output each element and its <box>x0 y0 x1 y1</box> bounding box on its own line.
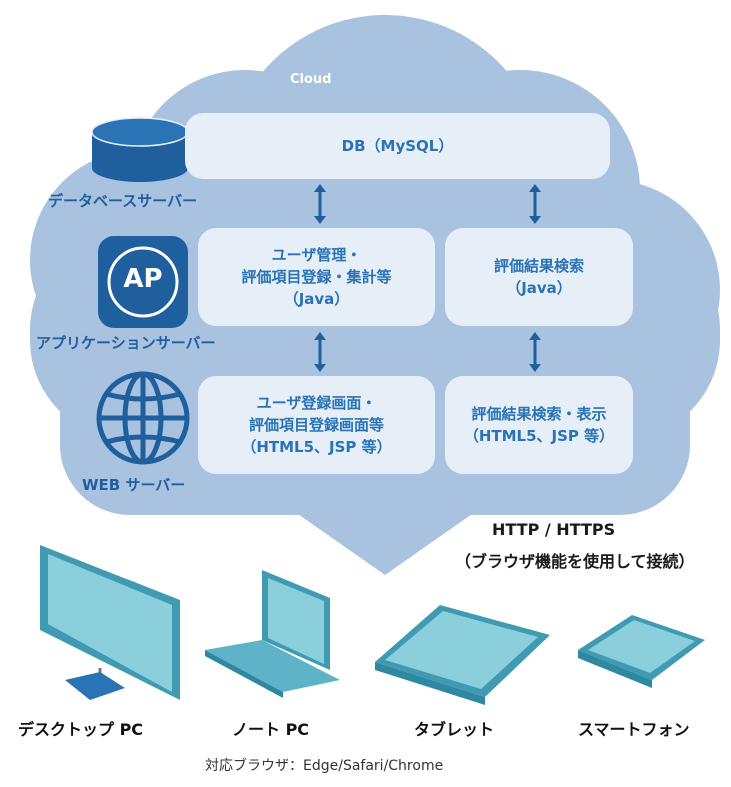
db-box-label: DB（MySQL） <box>341 137 454 155</box>
db-box: DB（MySQL） <box>185 113 610 179</box>
ap-right-box: 評価結果検索 （Java） <box>445 228 633 326</box>
web-left-line: ユーザ登録画面・ <box>256 394 377 412</box>
ap-icon-text: AP <box>123 264 163 294</box>
ap-left-box: ユーザ管理・ 評価項目登録・集計等 （Java） <box>198 228 435 326</box>
ap-left-line: 評価項目登録・集計等 <box>241 268 392 286</box>
supported-browsers: 対応ブラウザ：Edge/Safari/Chrome <box>205 758 444 774</box>
desktop-pc-icon <box>40 545 180 700</box>
cloud-title: Cloud <box>290 72 332 87</box>
protocol-label: HTTP / HTTPS <box>492 520 616 539</box>
ap-server-label: アプリケーションサーバー <box>36 334 216 352</box>
db-server-label: データベースサーバー <box>48 192 198 210</box>
device-label-laptop: ノート PC <box>232 720 310 739</box>
protocol-note: （ブラウザ機能を使用して接続） <box>455 552 695 571</box>
ap-right-line: 評価結果検索 <box>493 257 584 275</box>
ap-left-line: （Java） <box>283 290 350 308</box>
web-right-box: 評価結果検索・表示 （HTML5、JSP 等） <box>445 376 633 474</box>
web-left-box: ユーザ登録画面・ 評価項目登録画面等 （HTML5、JSP 等） <box>198 376 435 474</box>
web-left-line: （HTML5、JSP 等） <box>241 438 392 456</box>
database-icon <box>91 117 189 182</box>
ap-server-icon <box>98 236 188 328</box>
laptop-icon <box>205 570 340 698</box>
web-left-line: 評価項目登録画面等 <box>248 416 384 434</box>
device-label-tablet: タブレット <box>414 720 495 739</box>
device-label-smartphone: スマートフォン <box>578 720 690 739</box>
tablet-icon <box>375 605 550 705</box>
device-label-desktop: デスクトップ PC <box>18 720 144 739</box>
web-right-line: 評価結果検索・表示 <box>471 405 607 423</box>
web-right-line: （HTML5、JSP 等） <box>463 427 615 445</box>
ap-left-line: ユーザ管理・ <box>271 246 362 264</box>
smartphone-icon <box>578 615 705 688</box>
web-server-label: WEB サーバー <box>82 476 186 494</box>
globe-icon <box>96 371 190 465</box>
ap-right-line: （Java） <box>506 279 572 297</box>
connector-arrows <box>314 184 541 372</box>
